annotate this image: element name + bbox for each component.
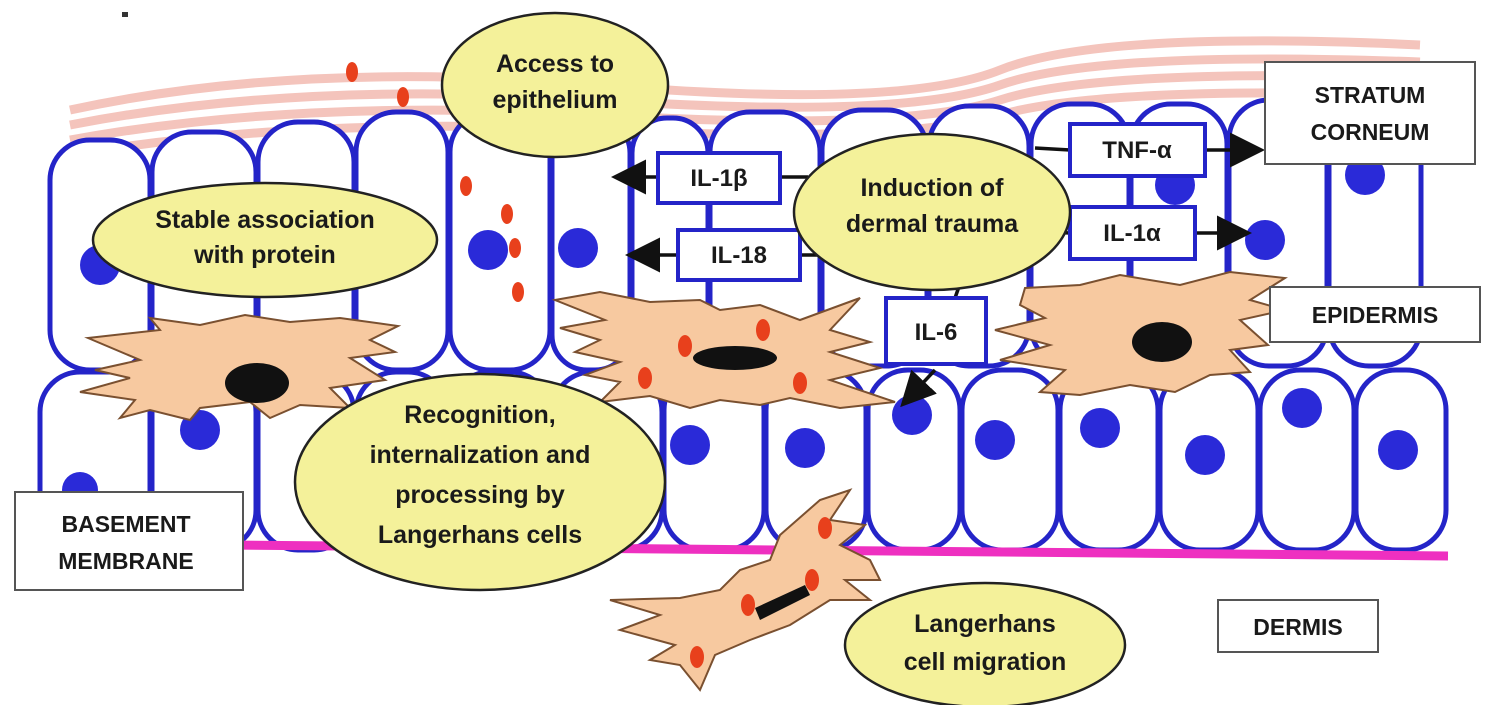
nucleus bbox=[670, 425, 710, 465]
keratinocyte bbox=[1060, 370, 1158, 550]
antigen bbox=[397, 87, 409, 107]
nucleus bbox=[975, 420, 1015, 460]
nucleus bbox=[785, 428, 825, 468]
antigen bbox=[509, 238, 521, 258]
label-stratum-corneum: STRATUM CORNEUM bbox=[1265, 62, 1475, 164]
process-dermal-trauma: Induction of dermal trauma bbox=[794, 134, 1070, 290]
langerhans-nucleus bbox=[693, 346, 777, 370]
cytokine-label: IL-1α bbox=[1103, 220, 1161, 247]
process-line: epithelium bbox=[492, 86, 617, 114]
process-line: with protein bbox=[193, 241, 336, 269]
process-access-to-epithelium: Access to epithelium bbox=[442, 13, 668, 157]
keratinocyte bbox=[962, 370, 1058, 550]
link-tnfa bbox=[1035, 148, 1070, 150]
process-line: dermal trauma bbox=[846, 210, 1019, 238]
layer-label: BASEMENT bbox=[61, 511, 190, 537]
nucleus bbox=[1282, 388, 1322, 428]
nucleus bbox=[1378, 430, 1418, 470]
layer-label: DERMIS bbox=[1253, 614, 1342, 640]
process-line: Induction of bbox=[860, 174, 1004, 202]
cytokine-label: IL-1β bbox=[690, 165, 747, 192]
process-line: Langerhans cells bbox=[378, 521, 582, 549]
antigen bbox=[512, 282, 524, 302]
process-line: Stable association bbox=[155, 206, 375, 234]
cytokine-label: IL-18 bbox=[711, 242, 767, 269]
process-line: processing by bbox=[395, 481, 565, 509]
nucleus bbox=[1185, 435, 1225, 475]
process-line: Langerhans bbox=[914, 610, 1056, 638]
nucleus bbox=[1080, 408, 1120, 448]
langerhans-nucleus bbox=[225, 363, 289, 403]
label-basement-membrane: BASEMENT MEMBRANE bbox=[15, 492, 243, 590]
cytokine-label: IL-6 bbox=[915, 319, 958, 346]
cytokine-tnfa: TNF-α bbox=[1070, 124, 1205, 176]
process-line: Access to bbox=[496, 50, 614, 78]
nucleus bbox=[1245, 220, 1285, 260]
process-recognition: Recognition, internalization and process… bbox=[295, 374, 665, 590]
layer-label: MEMBRANE bbox=[58, 548, 193, 574]
label-epidermis: EPIDERMIS bbox=[1270, 287, 1480, 342]
langerhans-nucleus bbox=[1132, 322, 1192, 362]
antigen bbox=[460, 176, 472, 196]
layer-label: CORNEUM bbox=[1311, 119, 1430, 145]
cytokine-il1b: IL-1β bbox=[658, 153, 780, 203]
label-dermis: DERMIS bbox=[1218, 600, 1378, 652]
process-langerhans-migration: Langerhans cell migration bbox=[845, 583, 1125, 705]
layer-label: STRATUM bbox=[1315, 82, 1426, 108]
antigen bbox=[346, 62, 358, 82]
layer-label: EPIDERMIS bbox=[1312, 302, 1439, 328]
cytokine-il1a: IL-1α bbox=[1070, 207, 1195, 259]
nucleus bbox=[558, 228, 598, 268]
process-line: internalization and bbox=[370, 441, 591, 469]
nucleus bbox=[892, 395, 932, 435]
cytokine-il18: IL-18 bbox=[678, 230, 800, 280]
antigen bbox=[501, 204, 513, 224]
process-line: cell migration bbox=[904, 648, 1067, 676]
nucleus bbox=[468, 230, 508, 270]
cytokine-il6: IL-6 bbox=[886, 298, 986, 364]
stray-mark bbox=[122, 12, 128, 17]
process-line: Recognition, bbox=[404, 401, 555, 429]
process-stable-association: Stable association with protein bbox=[93, 183, 437, 297]
cytokine-label: TNF-α bbox=[1102, 137, 1172, 164]
